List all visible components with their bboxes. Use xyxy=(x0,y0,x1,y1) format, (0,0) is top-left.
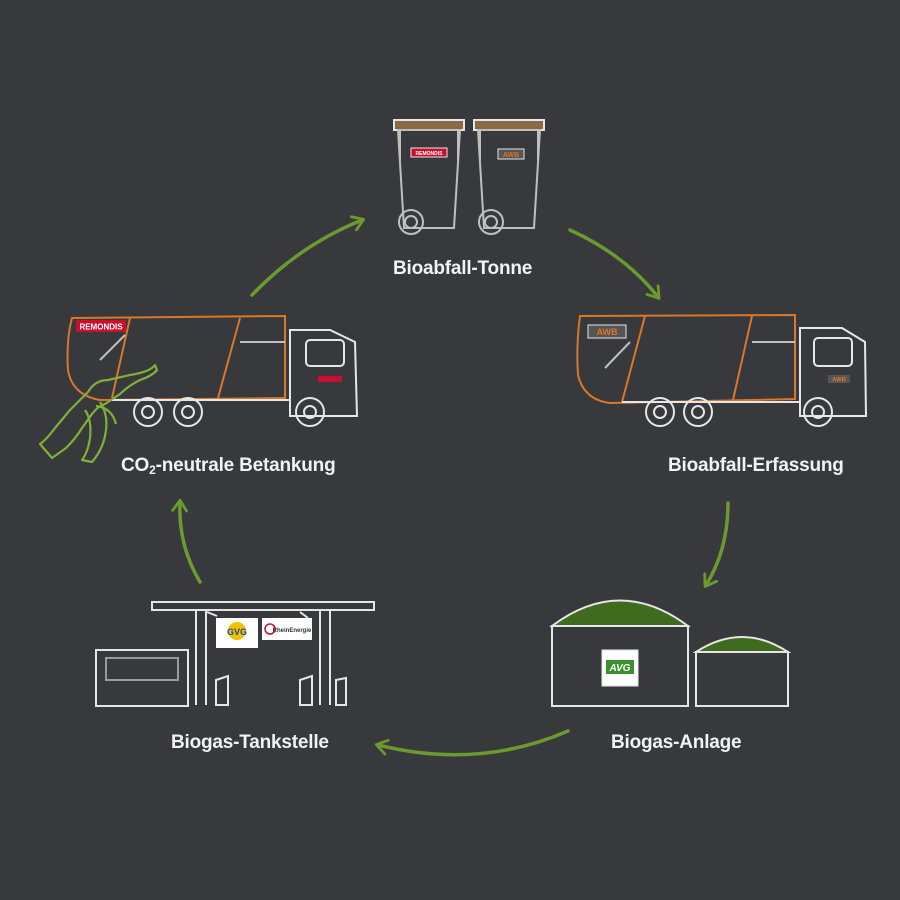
stage-label-biogas-anlage: Biogas-Anlage xyxy=(611,732,742,753)
awb-bin-icon: AWB xyxy=(473,119,545,235)
svg-text:GVG: GVG xyxy=(227,627,247,637)
label-suffix: -neutrale Betankung xyxy=(155,455,336,476)
arrow-bin-to-collection xyxy=(568,228,661,300)
stage-label-bioabfall-tonne: Bioabfall-Tonne xyxy=(393,258,533,279)
label-subscript-2: 2 xyxy=(149,463,156,477)
remondis-garbage-truck-icon: REMONDIS xyxy=(66,314,359,427)
svg-text:RheinEnergie: RheinEnergie xyxy=(273,628,312,634)
svg-text:AWB: AWB xyxy=(597,327,618,337)
biogas-plant-icon: AVG xyxy=(548,599,792,707)
stage-label-co2-neutrale-betankung: CO2-neutrale Betankung xyxy=(121,455,336,477)
svg-text:AWB: AWB xyxy=(832,378,847,384)
arrow-fueling-to-bin xyxy=(250,215,366,297)
svg-text:REMONDIS: REMONDIS xyxy=(416,151,444,157)
arrow-collection-to-plant xyxy=(703,501,730,588)
svg-text:AWB: AWB xyxy=(503,152,519,159)
arrow-station-to-fueling xyxy=(171,498,202,584)
arrow-plant-to-station xyxy=(374,729,570,757)
svg-text:AVG: AVG xyxy=(609,663,631,674)
fuel-nozzle-icon xyxy=(38,363,159,464)
waste-bins-icon: REMONDIS AWB xyxy=(393,119,545,235)
svg-text:REMONDIS: REMONDIS xyxy=(79,323,123,332)
biogas-station-icon: GVG RheinEnergie xyxy=(95,601,375,707)
awb-garbage-truck-icon: AWB AWB xyxy=(576,313,868,427)
stage-label-biogas-tankstelle: Biogas-Tankstelle xyxy=(171,732,329,753)
remondis-bin-icon: REMONDIS xyxy=(393,119,465,235)
label-co-prefix: CO xyxy=(121,455,150,476)
stage-label-bioabfall-erfassung: Bioabfall-Erfassung xyxy=(668,455,844,476)
